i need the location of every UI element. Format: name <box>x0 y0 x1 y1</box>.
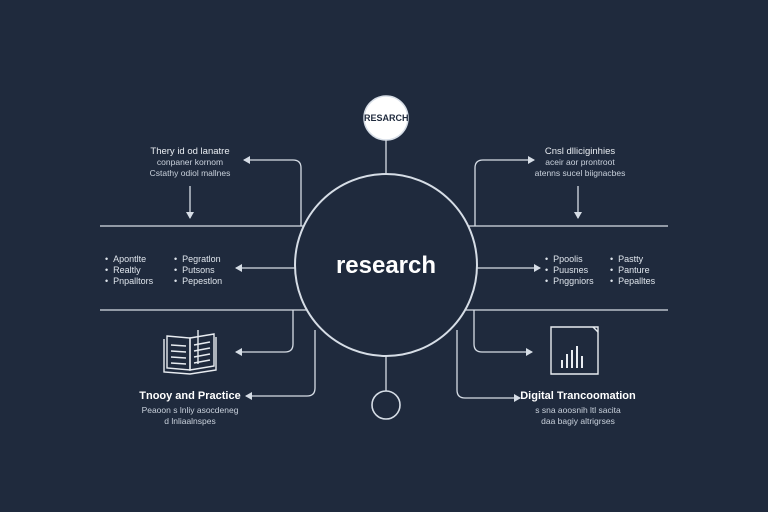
right-bullets-col-2: Pastty Panture Pepalltes <box>610 254 655 287</box>
list-item: Pepestlon <box>174 276 222 287</box>
bottom-left-line-2: d lnliaalnspes <box>164 416 216 426</box>
top-left-note-line-3: Cstathy odiol mallnes <box>149 168 231 178</box>
list-item: Pastty <box>610 254 655 265</box>
top-left-note-line-2: conpaner kornom <box>156 157 224 167</box>
bottom-left-title: Tnooy and Practice <box>139 390 241 402</box>
top-left-note: Thery id od lanatre conpaner kornom Csta… <box>120 146 260 179</box>
list-item: Ppoolis <box>545 254 594 265</box>
list-item: Puusnes <box>545 265 594 276</box>
bottom-right-caption: Digital Trancoomation s sna aoosnih ltl … <box>508 390 648 427</box>
top-node-circle <box>363 95 409 141</box>
bottom-node-circle <box>371 390 401 420</box>
top-node-label: RESARCH <box>364 113 409 123</box>
center-label: research <box>335 252 437 279</box>
connector-bottom-left-1 <box>235 310 294 356</box>
list-item: Apontlte <box>105 254 153 265</box>
bottom-left-line-1: Peaoon s lnliy asocdeneg <box>141 405 239 415</box>
bottom-left-caption: Tnooy and Practice Peaoon s lnliy asocde… <box>120 390 260 427</box>
list-item: Panture <box>610 265 655 276</box>
list-item: Pnpalltors <box>105 276 153 287</box>
top-right-note: Cnsl dlliciginhies aceir aor prontroot a… <box>510 146 650 179</box>
bar-chart-icon <box>550 326 599 375</box>
bottom-right-line-2: daa bagiy altrigrses <box>541 416 615 426</box>
list-item: Pegratlon <box>174 254 222 265</box>
open-book-icon <box>163 330 217 375</box>
left-bullets-col-1: Apontlte Realtly Pnpalltors <box>105 254 153 287</box>
bottom-right-line-1: s sna aoosnih ltl sacita <box>535 405 621 415</box>
right-bullets-col-1: Ppoolis Puusnes Pnggniors <box>545 254 594 287</box>
top-right-note-line-1: Cnsl dlliciginhies <box>544 146 616 157</box>
list-item: Pepalltes <box>610 276 655 287</box>
list-item: Putsons <box>174 265 222 276</box>
connector-bottom-left-2 <box>245 330 316 400</box>
left-bullets-col-2: Pegratlon Putsons Pepestlon <box>174 254 222 287</box>
connector-top-right <box>474 156 535 226</box>
bottom-right-title: Digital Trancoomation <box>520 390 636 402</box>
center-circle <box>294 173 478 357</box>
connector-bottom-right-1 <box>473 310 533 356</box>
connector-top-left <box>243 156 302 226</box>
top-left-note-line-1: Thery id od lanatre <box>150 146 230 157</box>
top-right-note-line-3: atenns sucel biignacbes <box>534 168 626 178</box>
top-right-note-line-2: aceir aor prontroot <box>545 157 615 167</box>
list-item: Realtly <box>105 265 153 276</box>
connector-bottom-right-2 <box>456 330 521 402</box>
list-item: Pnggniors <box>545 276 594 287</box>
